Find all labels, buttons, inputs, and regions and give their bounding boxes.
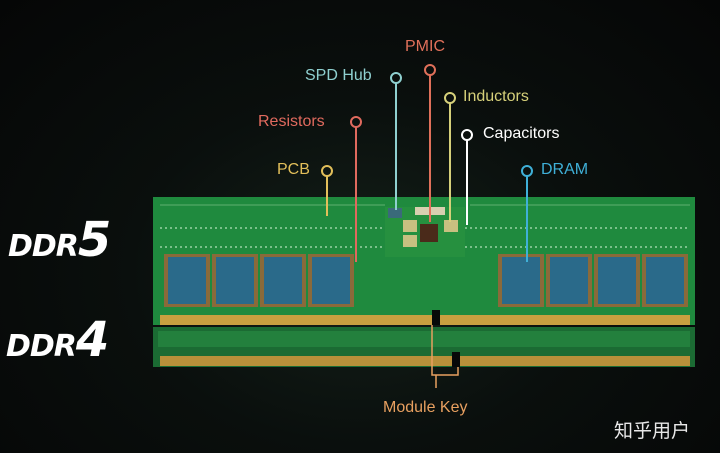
pmic-chip: [420, 224, 438, 242]
dram-chip: [646, 257, 684, 304]
inductor: [403, 235, 417, 247]
label-inductors: Inductors: [463, 88, 529, 105]
dram-chip: [312, 257, 350, 304]
label-capacitors: Capacitors: [483, 125, 560, 142]
ddr5-title: DDR5: [8, 212, 112, 268]
dram-chips: [164, 254, 688, 307]
inductor: [444, 220, 458, 232]
label-module-key: Module Key: [383, 399, 468, 416]
dram-chip: [168, 257, 206, 304]
ddr4-title: DDR4: [6, 312, 110, 368]
dram-chip: [598, 257, 636, 304]
dram-chip: [502, 257, 540, 304]
ddr5-contacts-right: [440, 315, 690, 325]
dram-chip: [550, 257, 588, 304]
ddr5-module: [153, 197, 695, 325]
label-pcb: PCB: [277, 161, 310, 178]
label-pmic: PMIC: [405, 38, 445, 55]
callouts: [321, 64, 533, 262]
label-resistors: Resistors: [258, 113, 325, 130]
spd-hub-chip: [388, 208, 402, 218]
ddr4-contacts-left: [160, 356, 452, 366]
dram-chip: [264, 257, 302, 304]
label-dram: DRAM: [541, 161, 589, 178]
ddr4-key-notch: [452, 352, 460, 367]
watermark: 知乎用户: [614, 421, 691, 442]
label-spd-hub: SPD Hub: [305, 67, 372, 84]
module-key-bracket: [431, 325, 459, 388]
inductor: [403, 220, 417, 232]
dram-chip: [216, 257, 254, 304]
ddr4-chip-row: [158, 331, 690, 347]
ddr5-key-notch: [432, 310, 440, 325]
ddr4-module: [153, 327, 695, 367]
ddr5-contacts-left: [160, 315, 432, 325]
ddr4-contacts-right: [460, 356, 690, 366]
